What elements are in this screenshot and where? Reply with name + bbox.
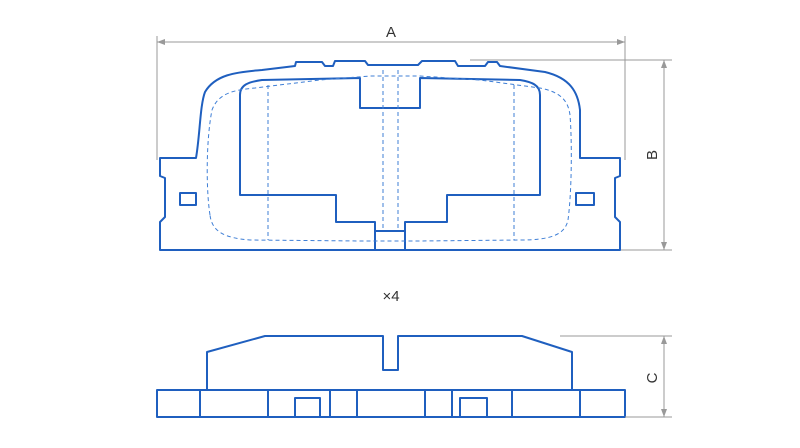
hidden-lines (206, 70, 572, 242)
quantity-label: ×4 (382, 288, 399, 305)
left-ear-slot (179, 192, 197, 206)
friction-pad-outline (239, 77, 541, 232)
pad-front-view (159, 60, 621, 251)
right-clip (459, 397, 488, 417)
dimension-c (560, 335, 672, 418)
pad-side-view (156, 335, 626, 418)
right-ear-slot (575, 192, 595, 206)
dimension-b-label: B (644, 150, 661, 160)
side-backing-plate (156, 389, 626, 418)
backing-plate-outline (159, 60, 621, 251)
dimension-c-label: C (644, 372, 661, 383)
dimension-a-label: A (386, 24, 396, 41)
inner-contour-dashed (206, 75, 572, 242)
side-friction-block (206, 335, 573, 390)
dimension-a (156, 36, 626, 160)
left-clip (294, 397, 321, 417)
